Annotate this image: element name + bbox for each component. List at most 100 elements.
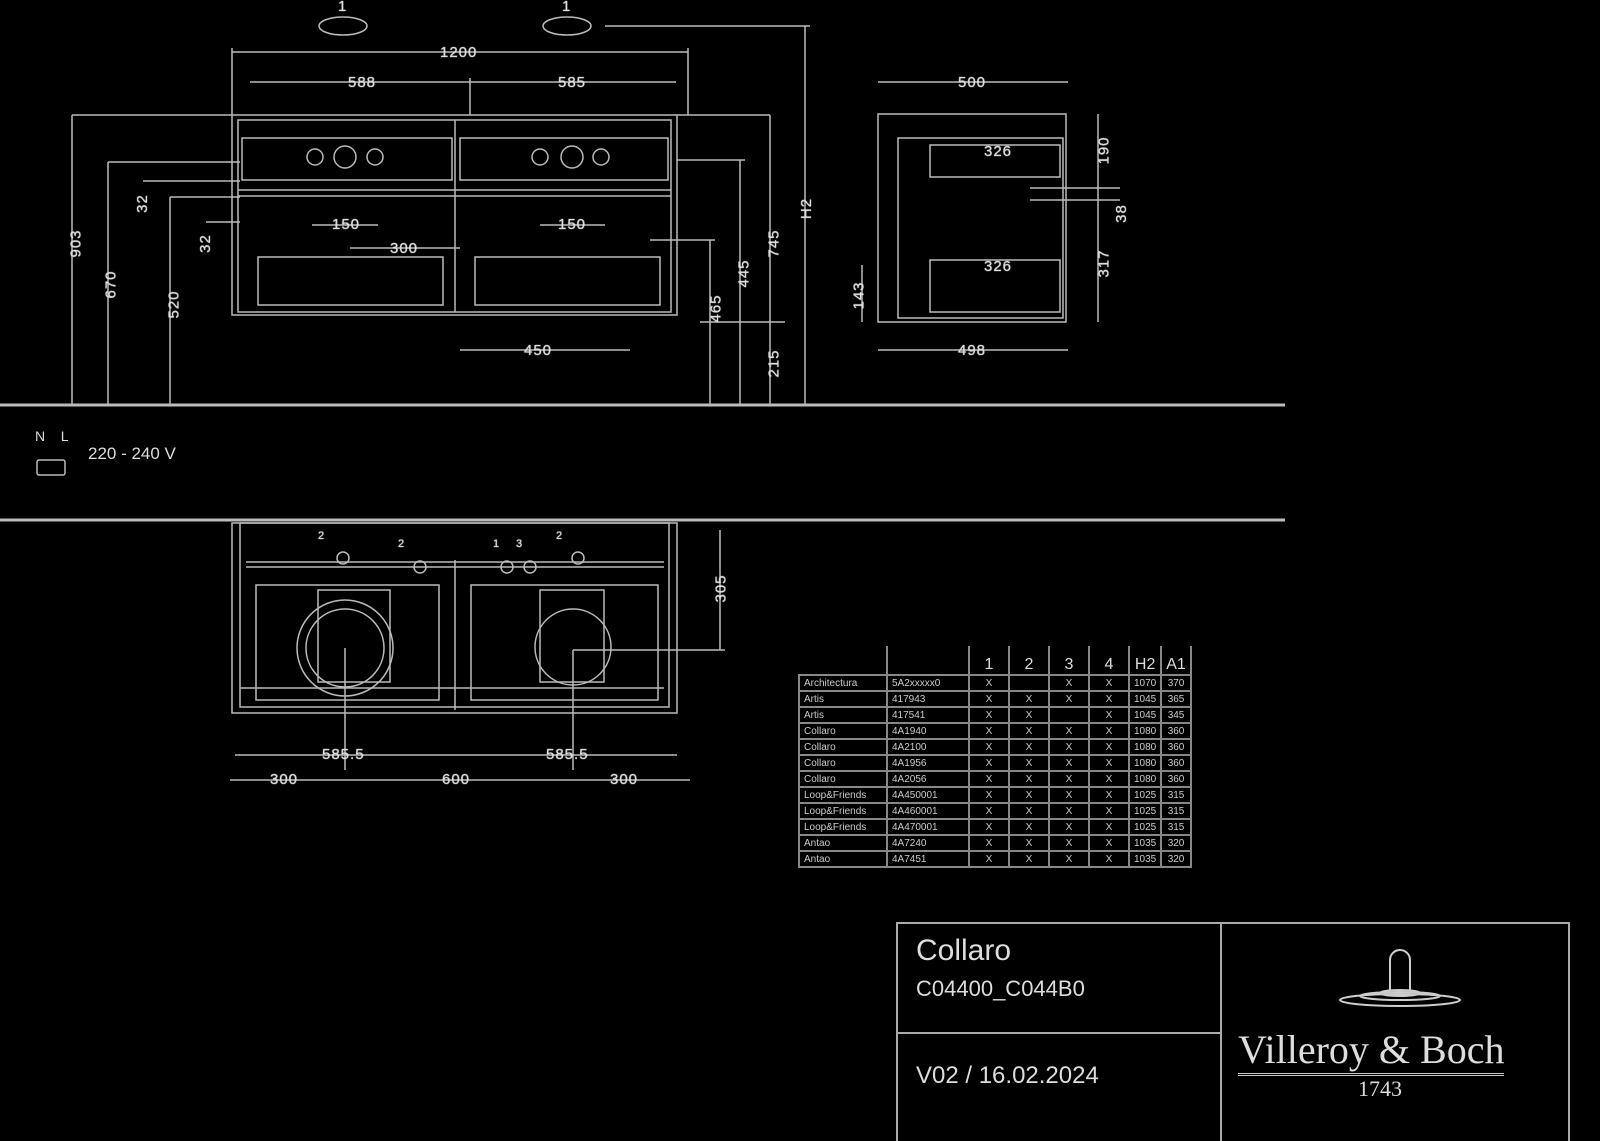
dim-left-height: 143 — [850, 281, 868, 310]
cell-code: 4A2056 — [886, 770, 970, 788]
dim-offset-300: 300 — [390, 240, 419, 257]
cell-h2: 1080 — [1127, 722, 1163, 740]
dim-445: 445 — [735, 259, 753, 288]
cell-a1: 315 — [1160, 818, 1192, 836]
cell-c1: X — [968, 738, 1010, 756]
dim-right-edge: 300 — [610, 771, 639, 788]
cell-c2: X — [1008, 802, 1050, 820]
cell-h2: 1025 — [1127, 818, 1163, 836]
cell-a1: 360 — [1160, 722, 1192, 740]
dim-mid: 38 — [1112, 204, 1130, 223]
cell-code: 417541 — [886, 706, 970, 724]
dim-h2: H2 — [798, 197, 816, 220]
dim-left-center: 585.5 — [322, 746, 365, 763]
table-header-row: 1 2 3 4 H2 A1 — [799, 646, 1192, 676]
cell-a1: 345 — [1160, 706, 1192, 724]
cell-name: Artis — [798, 690, 888, 708]
cell-c3: X — [1048, 674, 1090, 692]
cell-c2: X — [1008, 834, 1050, 852]
header-h2: H2 — [1127, 646, 1163, 676]
cell-name: Collaro — [798, 770, 888, 788]
marker-3: 3 — [516, 538, 524, 550]
dim-32b: 32 — [196, 234, 214, 253]
dim-bottom-450: 450 — [524, 342, 553, 359]
dim-left-section: 588 — [348, 74, 377, 91]
cell-c4: X — [1088, 674, 1130, 692]
live-label: L — [60, 428, 69, 444]
cell-c1: X — [968, 770, 1010, 788]
dim-top-height: 190 — [1095, 136, 1113, 165]
cell-h2: 1025 — [1127, 786, 1163, 804]
cell-h2: 1080 — [1127, 770, 1163, 788]
cell-c3: X — [1048, 834, 1090, 852]
cell-h2: 1045 — [1127, 706, 1163, 724]
dim-top-depth: 500 — [958, 74, 987, 91]
dim-hole-spacing-left: 150 — [332, 216, 361, 233]
cell-code: 4A2100 — [886, 738, 970, 756]
product-name: Collaro — [916, 934, 1012, 967]
cell-name: Collaro — [798, 722, 888, 740]
cell-c3: X — [1048, 722, 1090, 740]
cell-c4: X — [1088, 786, 1130, 804]
cell-c3: X — [1048, 850, 1090, 868]
cell-code: 4A1956 — [886, 754, 970, 772]
cell-c3 — [1048, 706, 1090, 724]
cell-h2: 1080 — [1127, 738, 1163, 756]
cell-a1: 315 — [1160, 802, 1192, 820]
cell-a1: 320 — [1160, 834, 1192, 852]
marker-2a: 2 — [318, 530, 326, 542]
cell-h2: 1025 — [1127, 802, 1163, 820]
cell-name: Antao — [798, 834, 888, 852]
cell-c1: X — [968, 802, 1010, 820]
cell-c4: X — [1088, 690, 1130, 708]
cell-a1: 315 — [1160, 786, 1192, 804]
cell-c3: X — [1048, 786, 1090, 804]
divider — [898, 1032, 1220, 1034]
cell-c1: X — [968, 674, 1010, 692]
brand-year: 1743 — [1358, 1076, 1402, 1101]
cell-name: Artis — [798, 706, 888, 724]
cell-c4: X — [1088, 738, 1130, 756]
cell-a1: 370 — [1160, 674, 1192, 692]
cell-code: 4A1940 — [886, 722, 970, 740]
marker-2b: 2 — [398, 538, 406, 550]
dim-overall-height: 903 — [67, 229, 85, 258]
cell-c2: X — [1008, 706, 1050, 724]
cell-c1: X — [968, 818, 1010, 836]
cell-c2: X — [1008, 770, 1050, 788]
dim-left-edge: 300 — [270, 771, 299, 788]
cell-c1: X — [968, 722, 1010, 740]
cell-h2: 1080 — [1127, 754, 1163, 772]
cell-code: 4A7240 — [886, 834, 970, 852]
cell-code: 4A7451 — [886, 850, 970, 868]
cell-c3: X — [1048, 738, 1090, 756]
header-fixture-4: 4 — [1088, 646, 1130, 676]
dim-center-spacing: 600 — [442, 771, 471, 788]
cell-c4: X — [1088, 706, 1130, 724]
cell-c2: X — [1008, 786, 1050, 804]
dim-520: 520 — [165, 290, 183, 319]
title-block-info: Collaro C04400_C044B0 V02 / 16.02.2024 — [898, 924, 1222, 1141]
cell-c1: X — [968, 690, 1010, 708]
cell-c4: X — [1088, 834, 1130, 852]
cell-c1: X — [968, 754, 1010, 772]
cell-a1: 360 — [1160, 770, 1192, 788]
cell-name: Loop&Friends — [798, 786, 888, 804]
cell-h2: 1045 — [1127, 690, 1163, 708]
cell-code: 4A460001 — [886, 802, 970, 820]
cell-c2: X — [1008, 722, 1050, 740]
cell-c4: X — [1088, 770, 1130, 788]
header-name — [799, 646, 888, 675]
fixture-label-1b: 1 — [562, 0, 572, 15]
cell-c1: X — [968, 706, 1010, 724]
cell-c4: X — [1088, 818, 1130, 836]
cell-c1: X — [968, 834, 1010, 852]
